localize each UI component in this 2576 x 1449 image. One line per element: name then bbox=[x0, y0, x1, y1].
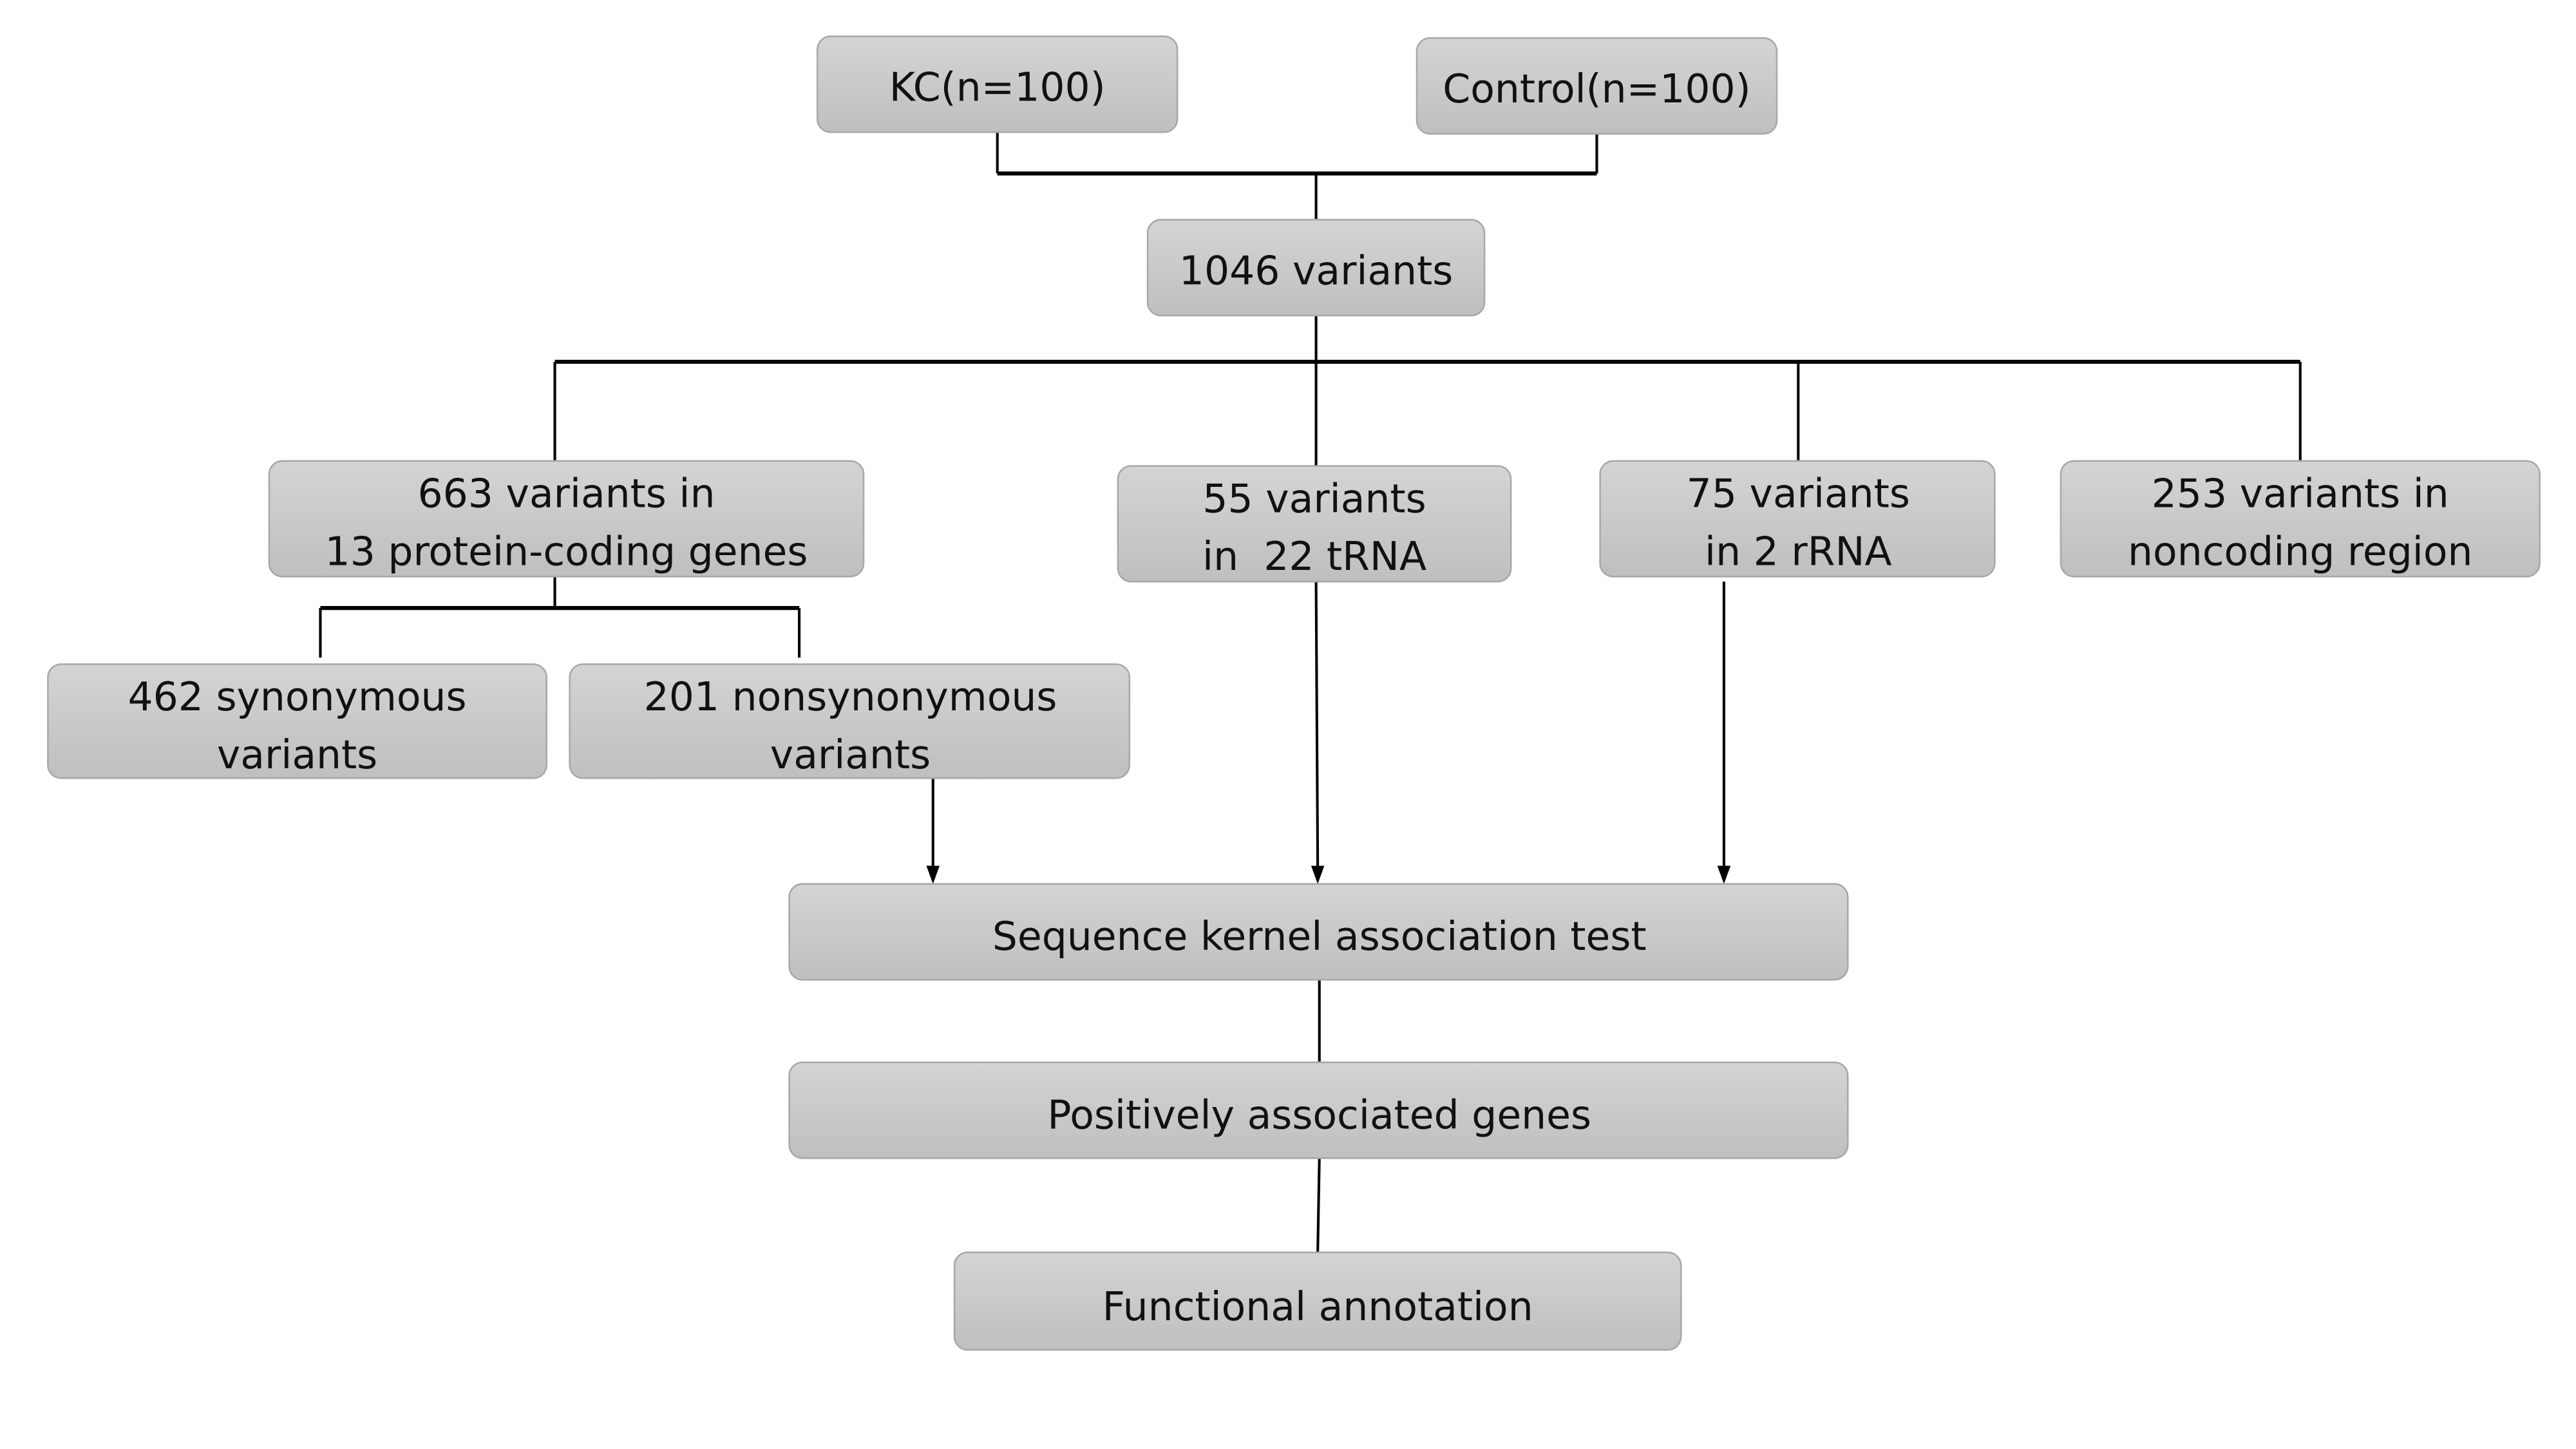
node-label: Positively associated genes bbox=[1047, 1092, 1591, 1138]
node-label-line2: variants bbox=[217, 732, 377, 778]
arrowhead-icon bbox=[926, 866, 940, 884]
node-variants-total: 1046 variants bbox=[1146, 218, 1486, 317]
node-label: Control(n=100) bbox=[1443, 66, 1750, 112]
node-rrna: 75 variants in 2 rRNA bbox=[1599, 460, 1996, 578]
node-label-line1: 663 variants in bbox=[417, 471, 715, 517]
arrowhead-icon bbox=[1311, 866, 1325, 884]
node-label-line2: variants bbox=[770, 732, 931, 778]
edge-positive-to-functional bbox=[1316, 1158, 1321, 1253]
arrow-trna-to-skat bbox=[1314, 582, 1320, 869]
node-noncoding: 253 variants in noncoding region bbox=[2060, 460, 2541, 578]
node-kc: KC(n=100) bbox=[816, 35, 1179, 133]
arrowhead-icon bbox=[1717, 866, 1731, 884]
node-protein-coding: 663 variants in 13 protein-coding genes bbox=[268, 460, 865, 578]
node-label: KC(n=100) bbox=[889, 64, 1106, 110]
node-label: Functional annotation bbox=[1103, 1283, 1533, 1330]
node-label-line2: in 2 rRNA bbox=[1705, 528, 1892, 574]
node-synonymous: 462 synonymous variants bbox=[47, 663, 547, 779]
node-label-line1: 75 variants bbox=[1687, 471, 1910, 517]
node-label: 1046 variants bbox=[1179, 247, 1454, 294]
node-label-line1: 253 variants in bbox=[2152, 471, 2449, 517]
node-functional-annotation: Functional annotation bbox=[953, 1251, 1682, 1351]
node-nonsynonymous: 201 nonsynonymous variants bbox=[569, 663, 1131, 779]
node-label: Sequence kernel association test bbox=[992, 913, 1647, 960]
node-label-line2: in 22 tRNA bbox=[1202, 533, 1426, 580]
node-positive-genes: Positively associated genes bbox=[788, 1061, 1849, 1159]
node-label-line1: 55 variants bbox=[1202, 475, 1426, 522]
node-label-line1: 201 nonsynonymous bbox=[644, 674, 1057, 720]
node-label-line2: 13 protein-coding genes bbox=[325, 528, 808, 574]
node-label-line2: noncoding region bbox=[2128, 528, 2472, 574]
node-label-line1: 462 synonymous bbox=[128, 674, 466, 720]
node-skat: Sequence kernel association test bbox=[788, 883, 1849, 981]
node-control: Control(n=100) bbox=[1416, 37, 1778, 135]
connectors bbox=[319, 132, 2302, 1253]
node-trna: 55 variants in 22 tRNA bbox=[1117, 465, 1512, 583]
